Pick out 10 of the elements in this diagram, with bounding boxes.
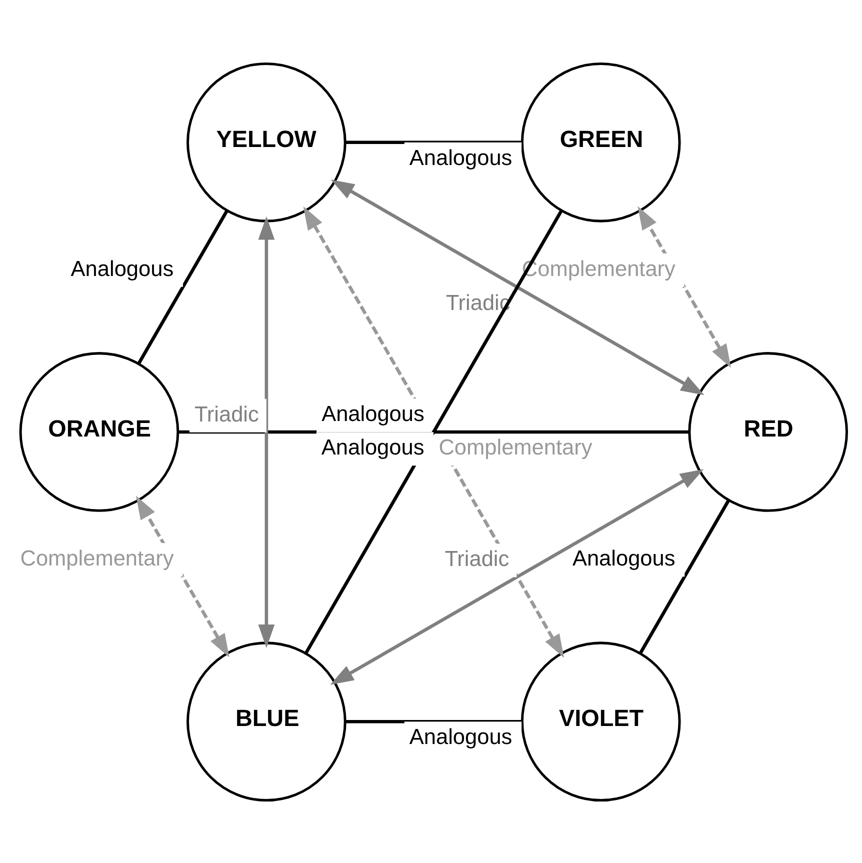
- edge-label: Analogous: [572, 545, 676, 570]
- edge-label: Analogous: [70, 255, 174, 280]
- edge-label: Analogous: [409, 144, 512, 170]
- edge-label: Analogous: [409, 724, 512, 749]
- edge-label: Complementary: [20, 544, 174, 570]
- edge-label: Analogous: [322, 400, 424, 426]
- edge-label: Triadic: [194, 400, 259, 426]
- edge-label: Analogous: [321, 434, 424, 460]
- edge-label: Complementary: [438, 434, 592, 460]
- edge-label: Triadic: [444, 546, 510, 571]
